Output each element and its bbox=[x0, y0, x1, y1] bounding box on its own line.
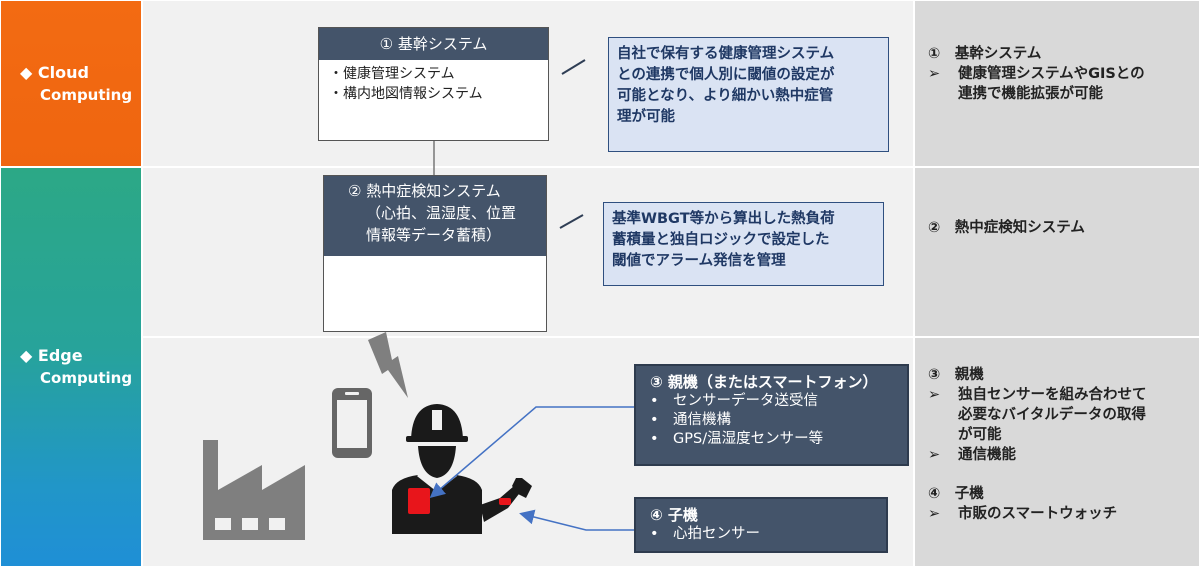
parent-device-item: • センサーデータ送受信 bbox=[650, 393, 819, 409]
edge-computing-label: ◆ Edge Computing bbox=[20, 346, 133, 387]
child-device-box: ④ 子機 • 心拍センサー bbox=[634, 497, 888, 553]
note-pointer bbox=[561, 59, 586, 75]
edge-computing-band bbox=[1, 168, 141, 566]
smartwatch-icon bbox=[499, 498, 511, 505]
core-system-box: ① 基幹システム ・健康管理システム ・構内地図情報システム bbox=[318, 27, 549, 141]
core-system-title: ① 基幹システム bbox=[319, 28, 548, 60]
right-core-system: ① 基幹システム ➢ 健康管理システムやGISとの 連携で機能拡張が可能 bbox=[928, 46, 1145, 102]
bullet-icon: ➢ bbox=[928, 447, 941, 463]
detection-system-title: ② 熱中症検知システム （心拍、温湿度、位置 情報等データ蓄積） bbox=[324, 176, 546, 256]
detection-system-box: ② 熱中症検知システム （心拍、温湿度、位置 情報等データ蓄積） bbox=[323, 175, 547, 332]
child-device-arrow bbox=[519, 509, 634, 531]
core-system-item: ・構内地図情報システム bbox=[329, 86, 483, 102]
right-child-device: ④ 子機 ➢ 市販のスマートウォッチ bbox=[928, 486, 1118, 522]
worker-icon bbox=[392, 404, 532, 534]
factory-icon bbox=[203, 440, 305, 540]
note-pointer bbox=[559, 214, 584, 229]
right-divider bbox=[915, 166, 1199, 168]
right-divider bbox=[915, 336, 1199, 338]
core-system-item: ・健康管理システム bbox=[329, 66, 455, 82]
right-detection-system: ② 熱中症検知システム bbox=[928, 220, 1085, 236]
wireless-signal-icon bbox=[368, 332, 408, 398]
bullet-icon: ➢ bbox=[928, 387, 941, 403]
parent-device-title: ③ 親機（またはスマートフォン） bbox=[650, 373, 878, 391]
bullet-icon: ➢ bbox=[928, 66, 941, 82]
detection-note: 基準WBGT等から算出した熱負荷 蓄積量と独自ロジックで設定した 閾値でアラーム… bbox=[603, 202, 884, 286]
cloud-note: 自社で保有する健康管理システム との連携で個人別に閾値の設定が 可能となり、より… bbox=[608, 37, 889, 152]
child-device-item: • 心拍センサー bbox=[650, 526, 761, 542]
bullet-icon: ➢ bbox=[928, 506, 941, 522]
parent-device-arrow bbox=[429, 406, 634, 498]
child-device-title: ④ 子機 bbox=[650, 506, 698, 524]
cloud-computing-label: ◆ Cloud Computing bbox=[20, 63, 133, 104]
smartphone-icon bbox=[332, 388, 372, 458]
cloud-computing-band bbox=[1, 1, 141, 166]
parent-device-item: • 通信機構 bbox=[650, 412, 732, 428]
right-parent-device: ③ 親機 ➢ 独自センサーを組み合わせて 必要なバイタルデータの取得 が可能 ➢… bbox=[928, 367, 1147, 463]
right-panel bbox=[915, 1, 1199, 566]
parent-device-item: • GPS/温湿度センサー等 bbox=[650, 431, 824, 447]
parent-device-box: ③ 親機（またはスマートフォン） • センサーデータ送受信 • 通信機構 • G… bbox=[634, 364, 909, 466]
